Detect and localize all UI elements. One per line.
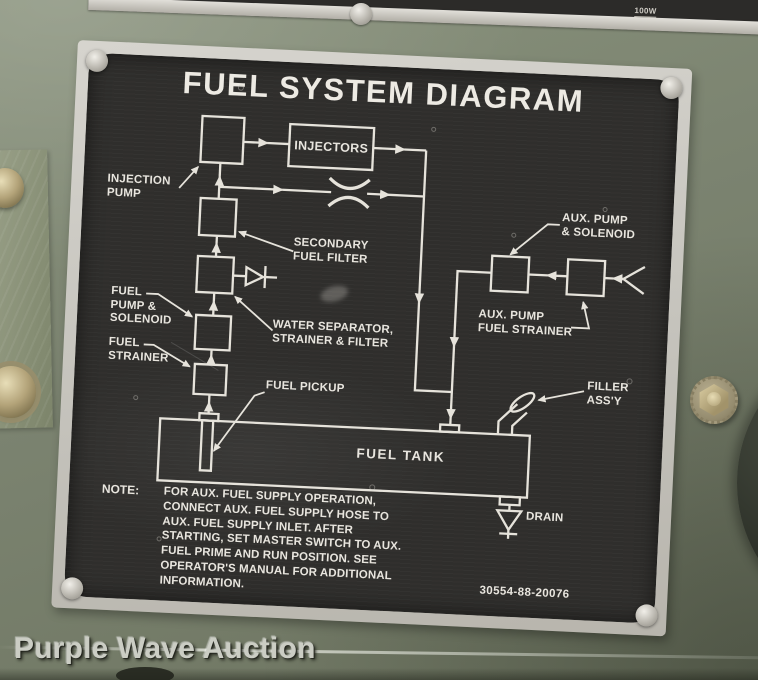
label-aux-pump-solenoid: AUX. PUMP & SOLENOID — [561, 212, 636, 241]
label-aux-pump-fuel-strainer: AUX. PUMP FUEL STRAINER — [477, 308, 573, 339]
water-separator-box — [195, 254, 236, 295]
flow-lines — [156, 114, 646, 539]
drain-valve-symbol — [495, 509, 524, 532]
hose-break-symbol — [327, 195, 370, 210]
fuel-tank-box — [156, 417, 532, 499]
label-fuel-strainer: FUEL STRAINER — [107, 335, 169, 365]
filler-neck — [510, 411, 528, 435]
fuel-system-placard: FUEL SYSTEM DIAGRAM — [51, 40, 693, 637]
label-filler-assy: FILLER ASS'Y — [586, 380, 629, 408]
dark-object-edge — [116, 667, 174, 680]
screw-head-icon — [635, 603, 659, 627]
screw-head-icon — [659, 76, 683, 100]
injection-pump-box — [199, 114, 246, 166]
bottom-shadow — [0, 668, 758, 680]
tank-fitting — [438, 423, 461, 434]
label-water-separator: WATER SEPARATOR, STRAINER & FILTER — [271, 318, 394, 350]
toothed-washer-icon — [690, 376, 738, 424]
filler-cap — [509, 391, 536, 413]
hex-bolt-icon — [690, 376, 738, 424]
aux-inlet-symbol — [622, 265, 646, 280]
filler-neck — [496, 403, 519, 435]
top-plate-frame-edge — [88, 0, 758, 36]
label-secondary-fuel-filter: SECONDARY FUEL FILTER — [292, 236, 369, 266]
round-housing-edge — [737, 338, 758, 628]
bolt-tip-icon — [707, 392, 721, 406]
aux-inlet-symbol — [622, 278, 645, 295]
note-block: NOTE: FOR AUX. FUEL SUPPLY OPERATION, CO… — [97, 482, 468, 603]
note-heading: NOTE: — [101, 481, 140, 498]
hose-break-symbol — [328, 176, 371, 191]
placard-face: FUEL SYSTEM DIAGRAM — [63, 52, 680, 624]
aux-fuel-strainer-box — [565, 258, 607, 298]
fuel-system-schematic — [143, 114, 646, 539]
check-valve-symbol — [233, 274, 247, 278]
auction-watermark: Purple Wave Auction — [14, 632, 316, 665]
top-edge-plate: 100W 163A — [88, 0, 758, 36]
aux-pump-solenoid-box — [489, 254, 531, 294]
leader-lines — [143, 165, 591, 452]
fuel-strainer-box — [192, 362, 229, 397]
label-drain: DRAIN — [525, 510, 564, 525]
secondary-fuel-filter-box — [197, 196, 238, 238]
label-fuel-pump-solenoid: FUEL PUMP & SOLENOID — [109, 284, 172, 327]
label-injectors: INJECTORS — [293, 138, 369, 156]
check-valve-symbol — [244, 265, 266, 288]
fuel-pump-solenoid-box — [193, 313, 233, 352]
fuel-pickup-tube — [198, 419, 215, 472]
drain-flange — [498, 495, 522, 507]
note-text: FOR AUX. FUEL SUPPLY OPERATION, CONNECT … — [159, 485, 402, 591]
label-injection-pump: INJECTION PUMP — [106, 172, 171, 200]
screw-head-icon — [349, 2, 373, 26]
top-plate-text-fragment: 100W — [634, 5, 657, 18]
